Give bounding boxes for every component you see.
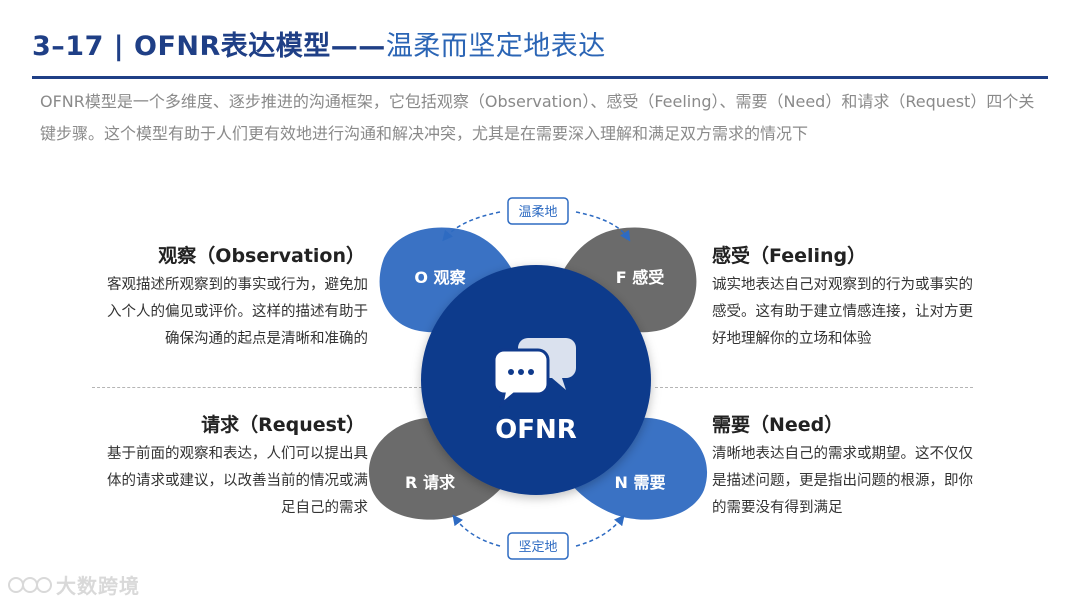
request-title: 请求（Request）: [201, 414, 365, 436]
observation-text: 客观描述所观察到的事实或行为，避免加入个人的偏见或评价。这样的描述有助于确保沟通…: [107, 277, 368, 347]
arc-arrow-bottom-left: [452, 514, 501, 547]
need-text: 清晰地表达自己的需求或期望。这不仅仅是描述问题，更是指出问题的根源，即你的需要没…: [712, 446, 973, 516]
arc-arrow-top-left: [442, 211, 501, 242]
title-light: 温柔而坚定地表达: [385, 31, 606, 62]
petal-label-request: R 请求: [405, 473, 456, 492]
bottom-tag: 坚定地: [518, 540, 557, 555]
top-tag-box: [507, 197, 569, 225]
intro-paragraph: OFNR模型是一个多维度、逐步推进的沟通框架，它包括观察（Observation…: [40, 92, 1035, 143]
feeling-title: 感受（Feeling）: [712, 245, 867, 267]
need-title: 需要（Need）: [712, 414, 844, 436]
chat-bubbles-icon: [492, 338, 576, 408]
arc-arrow-bottom-right: [575, 514, 625, 547]
observation-title: 观察（Observation）: [158, 245, 365, 267]
title-strong: 3–17 | OFNR表达模型——: [32, 31, 386, 62]
divider-right: [655, 387, 973, 388]
header: 3–17 | OFNR表达模型——温柔而坚定地表达: [32, 26, 1048, 79]
watermark-logo: 大数跨境: [8, 570, 140, 599]
page-title: 3–17 | OFNR表达模型——温柔而坚定地表达: [32, 28, 606, 66]
feeling-text: 诚实地表达自己对观察到的行为或事实的感受。这有助于建立情感连接，让对方更好地理解…: [712, 277, 973, 347]
watermark-text: 大数跨境: [56, 574, 140, 598]
petal-label-observation: O 观察: [414, 268, 466, 287]
top-tag: 温柔地: [518, 205, 557, 220]
request-text: 基于前面的观察和表达，人们可以提出具体的请求或建议，以改善当前的情况或满足自己的…: [107, 446, 368, 516]
center-label: OFNR: [495, 415, 577, 445]
watermark-icon: [8, 576, 52, 593]
divider-left: [92, 387, 422, 388]
petal-label-feeling: F 感受: [616, 268, 665, 287]
bottom-tag-box: [507, 532, 569, 560]
petal-label-need: N 需要: [615, 473, 666, 492]
